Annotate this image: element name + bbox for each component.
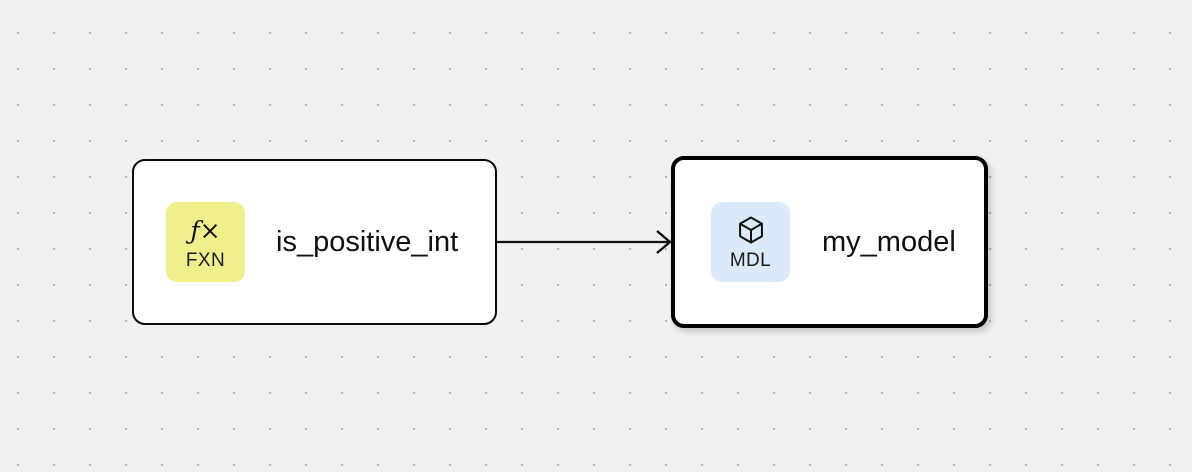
node-label-model: my_model — [822, 225, 956, 258]
node-label-function: is_positive_int — [276, 225, 459, 258]
function-fx-icon: ƒ× — [190, 215, 221, 245]
node-type-badge-caption: MDL — [729, 250, 772, 271]
cube-box-icon — [735, 214, 767, 246]
edge-fxn-to-mdl[interactable] — [497, 230, 672, 254]
edge-arrowhead-icon — [656, 230, 672, 254]
node-type-badge-mdl: MDL — [711, 202, 790, 282]
node-type-badge-caption: FXN — [185, 250, 226, 271]
graph-node-model[interactable]: MDL my_model — [671, 156, 988, 328]
graph-node-function[interactable]: ƒ× FXN is_positive_int — [132, 159, 497, 325]
node-type-badge-fxn: ƒ× FXN — [166, 202, 245, 282]
